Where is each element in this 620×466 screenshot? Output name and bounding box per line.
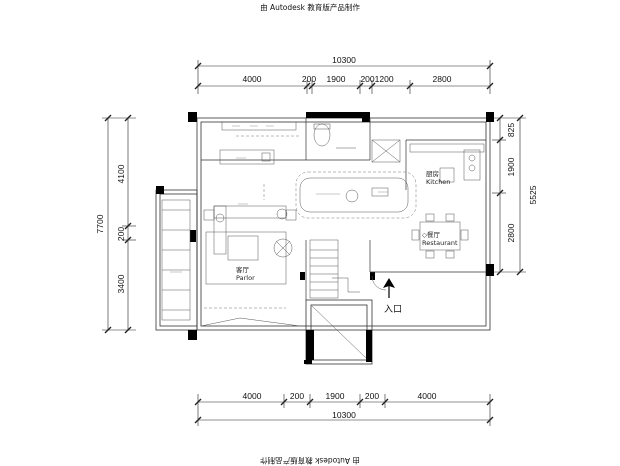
left-dimension-chain [102, 114, 136, 334]
living-label-cn: 客厅 [236, 265, 250, 274]
bottom-dim-4: 200 [365, 391, 379, 401]
left-dim-1: 4100 [116, 164, 126, 183]
exterior-walls [155, 117, 491, 365]
bottom-dimension-chain [194, 394, 494, 426]
dining-label-en: Restaurant [422, 239, 458, 247]
bottom-dim-1: 4000 [243, 391, 262, 401]
watermark-top: 由 Autodesk 教育版产品制作 [260, 2, 360, 12]
right-dim-2: 1900 [506, 157, 516, 176]
wall-columns [156, 112, 494, 364]
ceiling-dashes [204, 135, 417, 309]
living-label-en: Parlor [236, 274, 255, 282]
left-total-dim: 7700 [95, 214, 105, 233]
bottom-dim-2: 200 [290, 391, 304, 401]
left-dim-3: 3400 [116, 274, 126, 293]
entry-arrow-icon [383, 278, 395, 298]
bottom-total-dim: 10300 [332, 410, 356, 420]
interior-partitions [201, 118, 486, 300]
dining-label-cn: ◇餐厅 [422, 230, 440, 239]
annotation-marks [170, 125, 388, 273]
right-dimension-chain [492, 114, 526, 276]
right-dim-1: 825 [506, 123, 516, 137]
furniture [161, 121, 485, 359]
right-dim-3: 2800 [506, 223, 516, 242]
top-total-dim: 10300 [332, 55, 356, 65]
top-dim-1: 4000 [243, 74, 262, 84]
bottom-dim-5: 4000 [418, 391, 437, 401]
entry-label: 入口 [384, 304, 402, 315]
bottom-dim-3: 1900 [326, 391, 345, 401]
kitchen-label-en: Kitchen [426, 178, 450, 186]
watermark-bottom: 由 Autodesk 教育版产品制作 [260, 456, 360, 466]
right-total-dim: 5525 [528, 185, 538, 204]
kitchen-label-cn: 厨房 [426, 169, 439, 178]
top-dim-4: 2001200 [360, 74, 393, 84]
top-dim-2: 200 [302, 74, 316, 84]
top-dim-3: 1900 [327, 74, 346, 84]
top-dim-5: 2800 [433, 74, 452, 84]
left-dim-2: 200 [116, 227, 126, 241]
top-dimension-chain [194, 60, 494, 94]
